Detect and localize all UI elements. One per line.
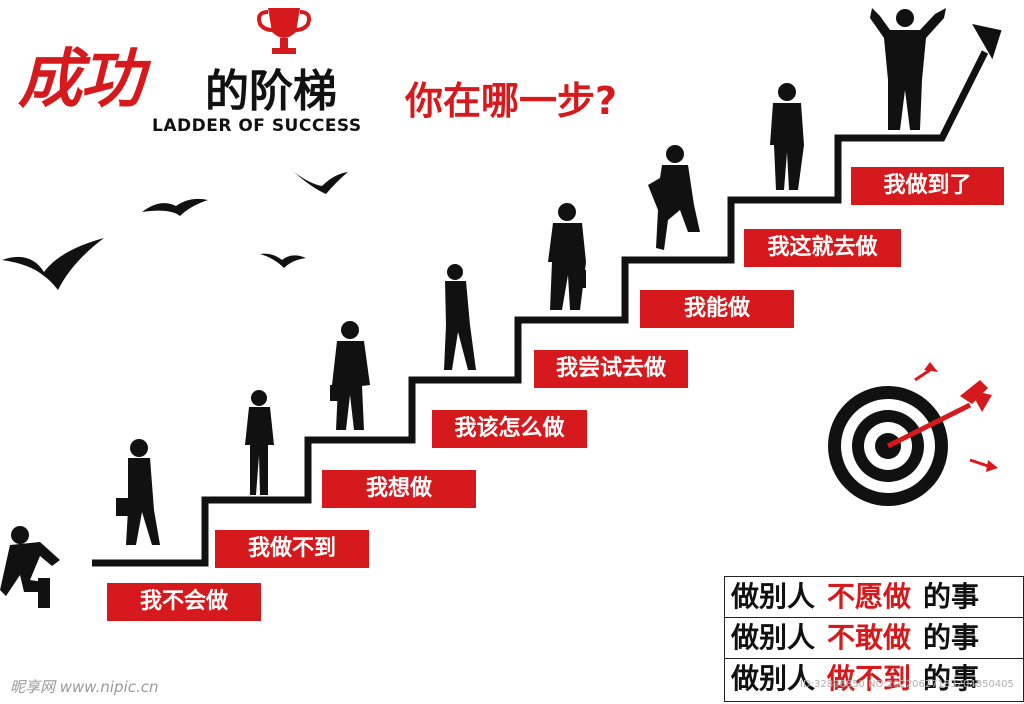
person-silhouette-icon — [245, 390, 274, 495]
bird-icon — [142, 198, 208, 216]
person-silhouette-icon — [116, 439, 160, 545]
birds-group — [2, 172, 348, 290]
person-silhouette-icon — [330, 321, 370, 430]
motto-suffix: 的事 — [923, 580, 980, 613]
person-silhouette-icon — [770, 83, 804, 190]
motto-box: 做别人不愿做的事 做别人不敢做的事 做别人做不到的事 — [724, 576, 1024, 702]
title-english: LADDER OF SUCCESS — [152, 116, 362, 136]
motto-row: 做别人做不到的事 — [725, 659, 1023, 699]
step-label-6: 我能做 — [640, 290, 794, 328]
motto-highlight: 不敢做 — [827, 621, 912, 654]
watermark-site: 昵享网 www.nipic.cn — [10, 678, 159, 696]
step-label-8: 我做到了 — [851, 167, 1004, 205]
step-label-2: 我做不到 — [215, 530, 369, 568]
target-icon — [828, 362, 998, 506]
person-silhouette-icon — [870, 8, 946, 130]
motto-row: 做别人不愿做的事 — [725, 577, 1023, 618]
person-silhouette-icon — [0, 526, 60, 608]
motto-prefix: 做别人 — [731, 662, 816, 695]
bird-icon — [260, 253, 306, 268]
step-label-7: 我这就去做 — [744, 229, 901, 267]
bird-icon — [294, 172, 348, 194]
step-label-1: 我不会做 — [107, 583, 261, 621]
step-label-5: 我尝试去做 — [534, 350, 688, 388]
arrow-icon — [972, 24, 1002, 60]
motto-highlight: 不愿做 — [827, 580, 912, 613]
person-silhouette-icon — [548, 203, 586, 310]
motto-suffix: 的事 — [923, 662, 980, 695]
motto-prefix: 做别人 — [731, 621, 816, 654]
watermark-id: ID:32896850 NO:20220627183204850405 — [800, 679, 1014, 690]
motto-row: 做别人不敢做的事 — [725, 618, 1023, 659]
motto-suffix: 的事 — [923, 621, 980, 654]
motto-highlight: 做不到 — [827, 662, 912, 695]
person-silhouette-icon — [444, 264, 476, 370]
title-sub: 的阶梯 — [205, 66, 337, 117]
step-label-4: 我该怎么做 — [432, 410, 587, 448]
step-label-3: 我想做 — [322, 470, 476, 508]
question-heading: 你在哪一步? — [405, 79, 618, 123]
motto-prefix: 做别人 — [731, 580, 816, 613]
trophy-icon — [257, 8, 311, 54]
title-main: 成功 — [18, 42, 144, 117]
bird-icon — [2, 238, 104, 290]
person-silhouette-icon — [648, 145, 700, 250]
